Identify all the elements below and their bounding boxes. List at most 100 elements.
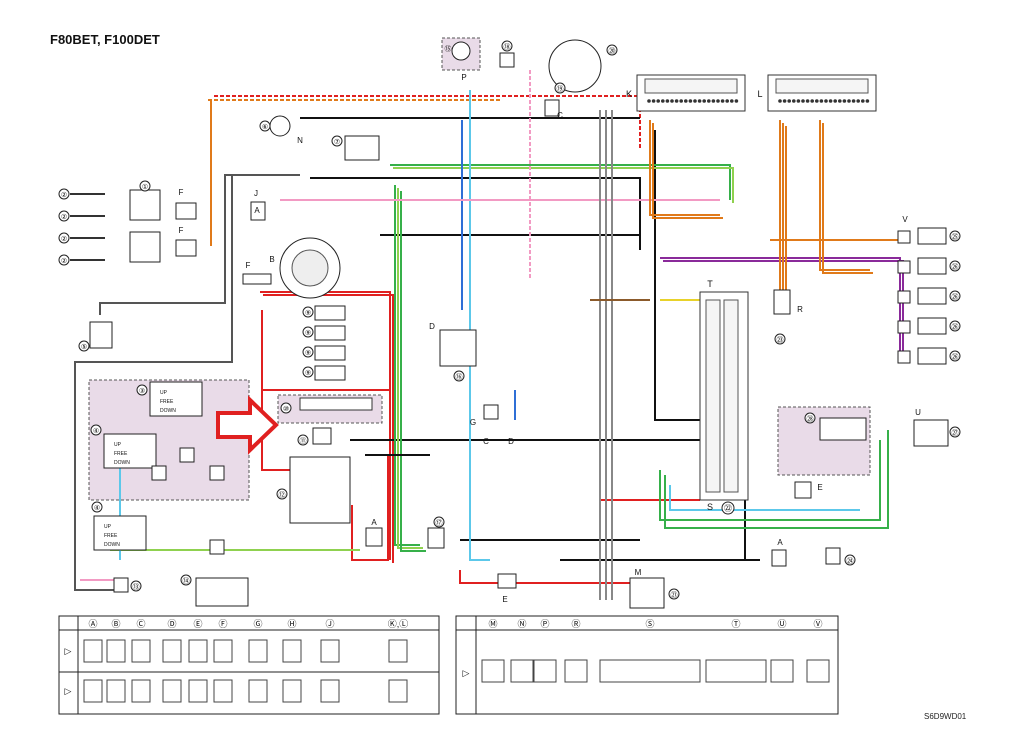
ecu-pins-t xyxy=(705,299,721,493)
ecu-pins-s xyxy=(723,299,739,493)
motor-21 xyxy=(629,577,665,609)
callout-3-text: ③ xyxy=(139,387,145,395)
callout-18 xyxy=(501,40,513,52)
connector-k-pin xyxy=(711,99,716,103)
connector-l-pin xyxy=(847,99,851,103)
sensor-23 xyxy=(773,289,791,315)
legend-right-connector xyxy=(481,659,505,683)
legend-left-connector-top xyxy=(213,639,233,663)
connector-l-pin xyxy=(778,99,782,103)
callout-right xyxy=(949,290,961,302)
legend-left-connector-bottom xyxy=(282,679,302,703)
ecu-label-s: S xyxy=(707,502,713,512)
legend-left-letter: Ⓙ xyxy=(325,619,334,629)
skyblue-wire xyxy=(469,90,490,561)
green-loop xyxy=(659,440,881,521)
legend-right-female-icon: ▷ xyxy=(463,668,470,678)
connector-p-right-3 xyxy=(897,320,911,334)
switch-table-4-row: UP xyxy=(114,442,122,448)
switch-table-3-row: UP xyxy=(160,390,168,396)
callout-5-text: ⑤ xyxy=(81,343,87,351)
legend-right-letter: Ⓥ xyxy=(813,619,822,629)
connector-l-pin xyxy=(824,99,828,103)
callout-9-text: ⑨ xyxy=(305,329,311,337)
relay-9-0 xyxy=(314,305,346,321)
legend-left-letter: Ⓒ xyxy=(136,619,145,629)
switch-table-3 xyxy=(149,381,203,417)
callout-19 xyxy=(554,82,566,94)
connector-l-pin xyxy=(838,99,842,103)
connector-l-pin xyxy=(787,99,792,103)
callout-22 xyxy=(721,501,735,515)
connector-l-pin xyxy=(819,99,824,103)
legend-right-connector xyxy=(705,659,767,683)
legend-right-connector xyxy=(599,659,701,683)
legend-right-connector xyxy=(770,659,794,683)
callout-9 xyxy=(302,306,314,318)
callout-right xyxy=(949,230,961,242)
legend-right-letter: Ⓣ xyxy=(731,619,740,629)
legend-left-connector-top xyxy=(282,639,302,663)
connector-b-lower xyxy=(209,539,225,555)
callout-right-text: ㉖ xyxy=(952,353,959,361)
callout-5 xyxy=(78,340,90,352)
legend-left-connector-bottom xyxy=(131,679,151,703)
connector-a-right xyxy=(771,549,787,567)
connector-l-pin xyxy=(801,99,805,103)
callout-2-text: ② xyxy=(61,191,67,199)
legend-left-male-icon: ▷ xyxy=(65,646,72,656)
green-bundle-2 xyxy=(400,191,426,552)
callout-28 xyxy=(804,412,816,424)
orange-bundle-k xyxy=(649,120,720,216)
connector-k-label: K xyxy=(626,89,632,99)
sensor-right-0 xyxy=(917,227,947,245)
battery-terminal xyxy=(58,188,70,200)
callout-6-text: ⑥ xyxy=(262,123,268,131)
connector-a-mid xyxy=(365,527,383,547)
callout-1 xyxy=(139,180,151,192)
sensor-panel xyxy=(777,406,871,476)
callout-right xyxy=(949,320,961,332)
callout-23 xyxy=(774,333,786,345)
relay-9-3 xyxy=(314,365,346,381)
black-wire-6 xyxy=(654,130,700,421)
legend-left-female-icon: ▷ xyxy=(65,686,72,696)
generator-19 xyxy=(548,39,602,93)
callout-4b xyxy=(91,501,103,513)
connector-d-label: D xyxy=(429,322,435,331)
legend-right-letter: Ⓟ xyxy=(540,619,549,629)
callout-17-text: ⑰ xyxy=(436,519,443,527)
switch-table-4b xyxy=(93,515,147,551)
callout-12 xyxy=(276,488,288,500)
connector-l-pin xyxy=(833,99,838,103)
connector-k-pin xyxy=(734,99,739,103)
regulator-1 xyxy=(129,189,161,221)
connector-k-pin xyxy=(651,99,656,103)
connector-j-top xyxy=(250,201,266,221)
connector-l-pin xyxy=(810,99,815,103)
connector-k-pin xyxy=(688,99,693,103)
regulator-1b xyxy=(129,231,161,263)
ecu-label-t: T xyxy=(707,279,713,289)
legend-right-letter: Ⓜ xyxy=(488,619,497,629)
legend-left-letter: Ⓔ xyxy=(193,619,202,629)
callout-27-text: ㉗ xyxy=(952,429,959,437)
connector-l-pin xyxy=(796,99,801,103)
connector-b-panel-3 xyxy=(209,465,225,481)
callout-3 xyxy=(136,384,148,396)
callout-14 xyxy=(180,574,192,586)
callout-17 xyxy=(433,516,445,528)
legend-left-connector-bottom xyxy=(320,679,340,703)
connector-k-pin xyxy=(720,99,725,103)
drawing-code: S6D9WD01 xyxy=(924,712,967,721)
connector-b-label: B xyxy=(269,255,274,264)
connector-k-pin xyxy=(693,99,697,103)
sensor-right-1 xyxy=(917,257,947,275)
connector-a-right-label: A xyxy=(777,538,783,547)
battery-wire xyxy=(99,174,300,315)
connector-k-pin xyxy=(697,99,702,103)
callout-21 xyxy=(668,588,680,600)
connector-b-panel xyxy=(179,447,195,463)
legend-left-connector-top xyxy=(106,639,126,663)
